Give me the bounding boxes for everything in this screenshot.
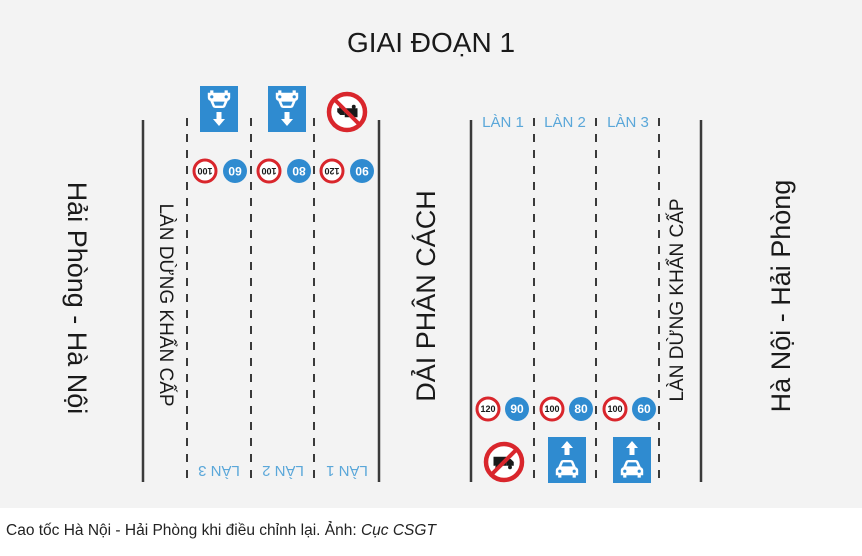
max-speed-right-lane-2: 100 [544,404,559,414]
image-caption: Cao tốc Hà Nội - Hải Phòng khi điều chỉn… [6,522,856,540]
road-diagram: GIAI ĐOẠN 1 Hải Phòng - Hà Nội Hà Nội - … [62,27,796,483]
no-truck-sign-right-1 [483,441,525,483]
left-direction-label: Hải Phòng - Hà Nội [62,182,92,415]
left-emergency-lane-label: LÀN DỪNG KHẨN CẤP [155,203,177,406]
road-layout-figure: GIAI ĐOẠN 1 Hải Phòng - Hà Nội Hà Nội - … [0,0,862,508]
median-label: DẢI PHÂN CÁCH [409,190,441,402]
max-speed-right-lane-1: 120 [480,404,495,414]
min-speed-left-lane-1: 90 [355,164,369,178]
lane-sign-car-right-3 [613,437,651,483]
right-direction-label: Hà Nội - Hải Phòng [766,180,796,413]
lane-label-right-2: LÀN 2 [544,114,586,131]
max-speed-left-lane-3: 100 [197,166,212,176]
min-speed-left-lane-2: 80 [292,164,306,178]
speed-signs-right-lane-2: 100 80 [539,396,593,422]
caption-source: Cục CSGT [360,522,436,539]
caption-text: Cao tốc Hà Nội - Hải Phòng khi điều chỉn… [6,522,361,539]
speed-signs-left-lane-1: 90 120 [319,158,374,184]
lane-sign-car-left-3 [200,86,238,132]
lane-label-left-1: LÀN 1 [326,462,368,479]
lane-label-left-3: LÀN 3 [198,462,240,479]
diagram-title: GIAI ĐOẠN 1 [347,27,515,58]
min-speed-right-lane-3: 60 [637,402,651,416]
min-speed-right-lane-1: 90 [510,402,524,416]
lane-label-right-3: LÀN 3 [607,114,649,131]
right-emergency-lane-label: LÀN DỪNG KHẨN CẤP [666,198,688,401]
max-speed-left-lane-2: 100 [261,166,276,176]
speed-signs-left-lane-2: 80 100 [256,158,311,184]
min-speed-right-lane-2: 80 [574,402,588,416]
max-speed-left-lane-1: 120 [324,166,339,176]
lane-label-right-1: LÀN 1 [482,114,524,131]
lane-sign-car-right-2 [548,437,586,483]
speed-signs-right-lane-1: 120 90 [475,396,529,422]
min-speed-left-lane-3: 60 [228,164,242,178]
max-speed-right-lane-3: 100 [607,404,622,414]
speed-signs-left-lane-3: 60 100 [192,158,247,184]
no-truck-sign-left-1 [326,91,368,133]
lane-label-left-2: LÀN 2 [262,462,304,479]
speed-signs-right-lane-3: 100 60 [602,396,656,422]
lane-sign-car-left-2 [268,86,306,132]
